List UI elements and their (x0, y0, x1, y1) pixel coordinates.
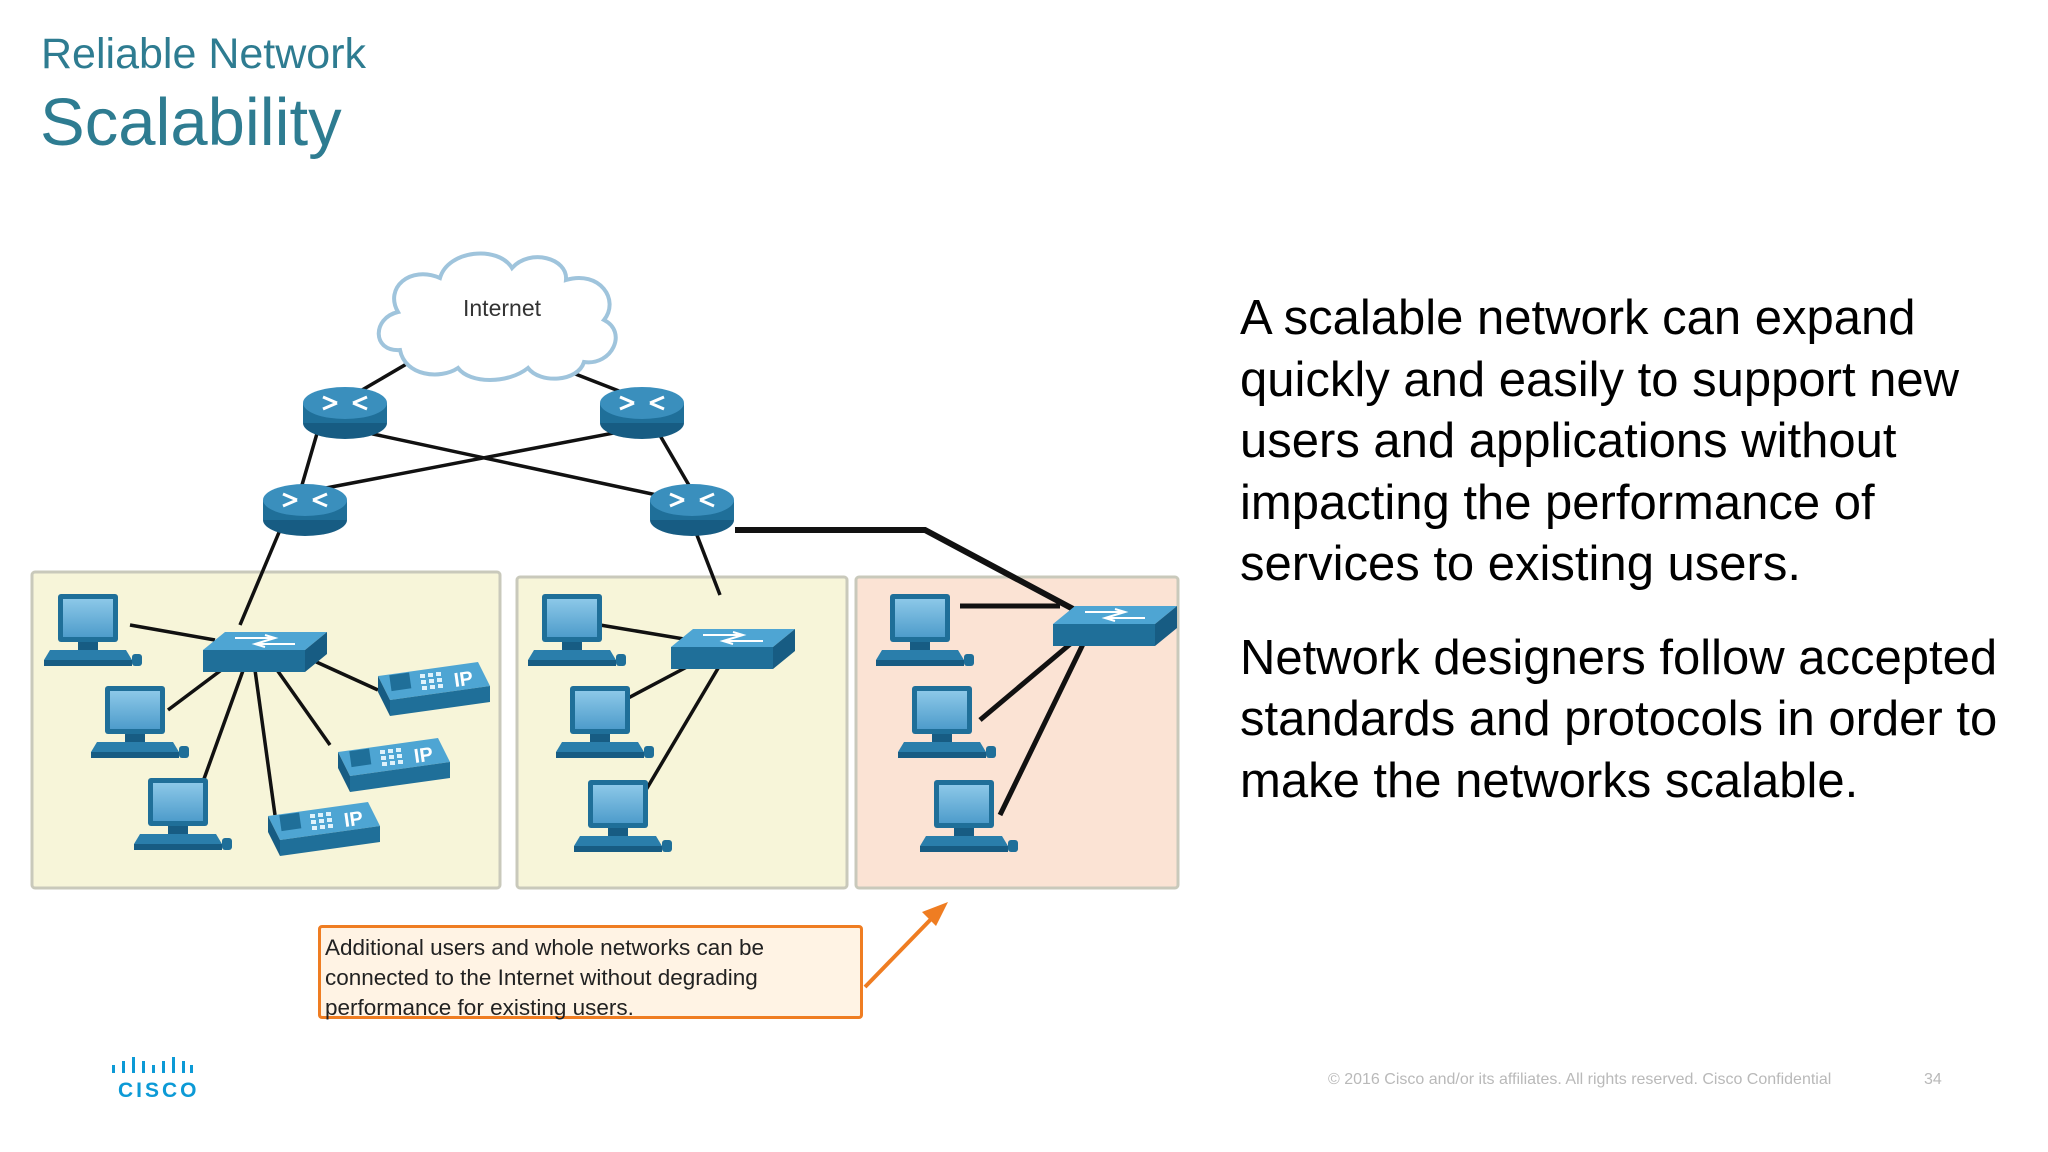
ip-phone-icon: IP (268, 802, 380, 856)
network-diagram: Internet IP IP IP (30, 251, 1180, 989)
router-icon (261, 482, 349, 538)
paragraph-network-designers: Network designers follow accepted standa… (1240, 630, 1998, 808)
slide-subtitle: Reliable Network (41, 30, 367, 78)
slide-title: Scalability (40, 85, 342, 160)
internet-cloud-label: Internet (463, 295, 542, 321)
cisco-logo-icon (112, 1057, 193, 1073)
copyright-text: © 2016 Cisco and/or its affiliates. All … (1328, 1071, 1832, 1088)
callout-arrow (863, 902, 948, 989)
callout-box: Additional users and whole networks can … (318, 925, 863, 1020)
page-number: 34 (1924, 1071, 1942, 1088)
switch-icon (1052, 605, 1178, 647)
svg-text:IP: IP (343, 808, 365, 832)
network-links (129, 350, 1088, 817)
switch-icon (202, 631, 328, 673)
cisco-logo-text: CISCO (118, 1079, 200, 1102)
ip-phone-icon: IP (378, 662, 490, 716)
router-icon (301, 385, 389, 441)
svg-text:IP: IP (413, 744, 435, 768)
svg-text:IP: IP (453, 668, 475, 692)
router-icon (598, 385, 686, 441)
ip-phone-icon: IP (338, 738, 450, 792)
internet-cloud: Internet (376, 251, 618, 382)
router-icon (648, 482, 736, 538)
switch-icon (670, 628, 796, 670)
paragraph-scalable-network: A scalable network can expand quickly an… (1240, 291, 1960, 591)
body-text: A scalable network can expand quickly an… (1240, 288, 2040, 844)
